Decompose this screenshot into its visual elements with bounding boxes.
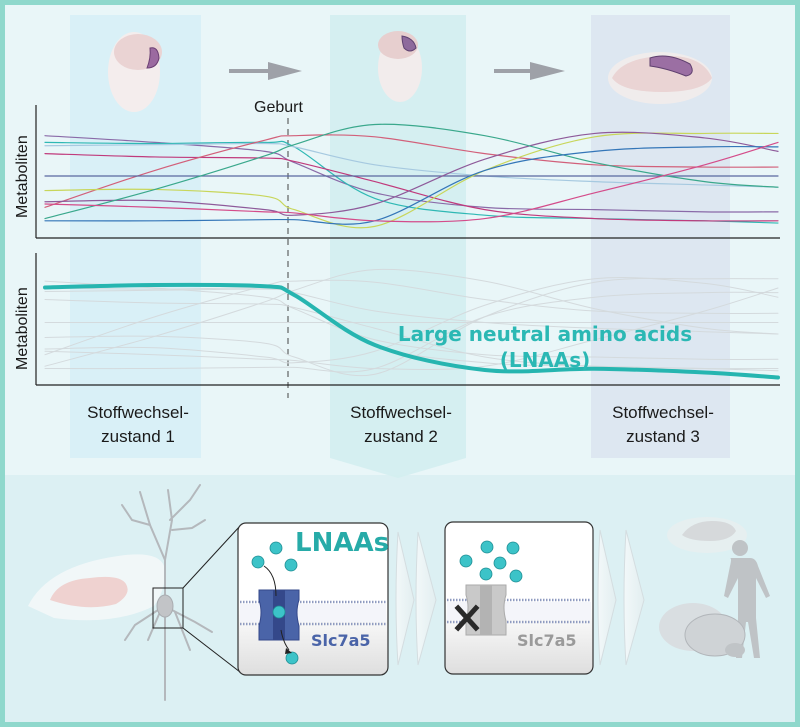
background-series-line xyxy=(44,277,779,364)
chevron-icon xyxy=(395,531,437,666)
lnaa-particle xyxy=(479,567,493,581)
background-series-line xyxy=(44,287,779,371)
background-series-line xyxy=(44,291,779,373)
stage-label-3: Stoffwechsel- zustand 3 xyxy=(583,401,743,449)
lnaa-particle xyxy=(509,569,523,583)
stage-3-line2: zustand 3 xyxy=(626,427,700,446)
slc7a5-label-active: Slc7a5 xyxy=(311,631,371,650)
inset-transport xyxy=(237,522,389,676)
transport-arrow-in xyxy=(263,565,277,597)
mouse-brain-icon xyxy=(28,554,165,621)
series-line-m8 xyxy=(44,131,779,216)
lnaa-particle xyxy=(272,605,286,619)
stage-2-line2: zustand 2 xyxy=(364,427,438,446)
zoom-line-bottom xyxy=(182,627,241,673)
slc7a5-transporter-blocked xyxy=(465,584,507,636)
series-line-m4 xyxy=(44,153,779,222)
birth-label: Geburt xyxy=(254,99,303,116)
human-figure-icon xyxy=(724,540,770,658)
background-series-line xyxy=(44,277,779,377)
y-axis-label-bottom: Metaboliten xyxy=(14,287,31,370)
stage-3-line1: Stoffwechsel- xyxy=(612,403,714,422)
background-series-line xyxy=(44,279,779,356)
human-brain-icon xyxy=(659,603,746,657)
progression-arrow-2 xyxy=(494,62,565,80)
series-line-m5 xyxy=(44,134,779,208)
metabolite-chart-bottom xyxy=(35,253,780,386)
series-line-m3 xyxy=(44,142,779,188)
progression-arrow-1 xyxy=(229,62,302,80)
neuron-icon xyxy=(121,484,213,701)
stage-2-line1: Stoffwechsel- xyxy=(350,403,452,422)
series-line-m10 xyxy=(44,145,779,225)
lnaa-label-line2: (LNAAs) xyxy=(499,348,591,372)
background-series-line xyxy=(44,288,779,335)
background-series-line xyxy=(44,299,779,370)
lnaa-particle xyxy=(269,541,283,555)
inset-knockout xyxy=(444,521,594,675)
lnaa-particle xyxy=(506,541,520,555)
stage-1-line1: Stoffwechsel- xyxy=(87,403,189,422)
embryo-icon-stage-2 xyxy=(378,31,422,102)
lnaa-label-line1: Large neutral amino acids xyxy=(397,322,693,346)
blocked-x-icon xyxy=(454,604,480,632)
metabolite-chart-top xyxy=(35,105,780,239)
series-line-large-neutral-amino-acids-lnaas xyxy=(43,282,780,380)
lnaa-particle xyxy=(493,556,507,570)
stage-label-1: Stoffwechsel- zustand 1 xyxy=(58,401,218,449)
lnaa-highlight-label: Large neutral amino acids (LNAAs) xyxy=(375,321,715,373)
zoom-line-top xyxy=(182,525,241,589)
outcome-illustration xyxy=(659,517,770,658)
neuron-zoom-box xyxy=(152,587,184,629)
inset-lnaas-title: LNAAs xyxy=(295,528,390,558)
lnaa-particle xyxy=(251,555,265,569)
lnaa-particle xyxy=(285,651,299,665)
chevron-icon xyxy=(597,529,645,666)
y-axis-label-top: Metaboliten xyxy=(14,135,31,218)
embryo-icon-stage-1 xyxy=(108,32,162,112)
series-line-m11 xyxy=(44,141,779,223)
brain-icon-stage-3 xyxy=(608,52,712,104)
lnaa-particle xyxy=(459,554,473,568)
slc7a5-label-blocked: Slc7a5 xyxy=(517,631,577,650)
lnaa-particle xyxy=(284,558,298,572)
stage-1-line2: zustand 1 xyxy=(101,427,175,446)
lnaa-particle xyxy=(480,540,494,554)
series-line-m7 xyxy=(44,132,779,229)
stage-label-2: Stoffwechsel- zustand 2 xyxy=(321,401,481,449)
transport-arrow-out xyxy=(280,629,290,651)
